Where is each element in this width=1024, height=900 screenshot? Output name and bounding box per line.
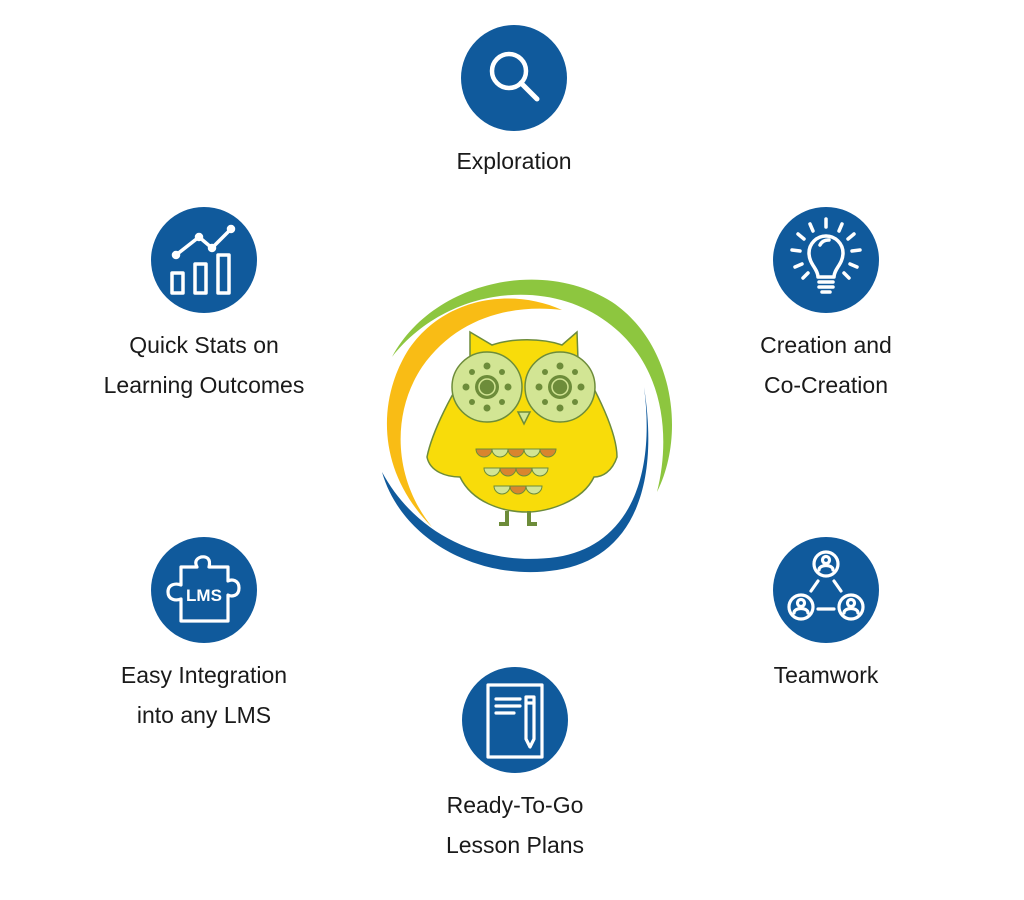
feature-lms: LMS Easy Integration into any LMS <box>54 537 354 735</box>
notebook-pencil-icon <box>462 667 568 773</box>
lightbulb-icon <box>773 207 879 313</box>
puzzle-lms-icon: LMS <box>151 537 257 643</box>
feature-creation: Creation and Co-Creation <box>676 207 976 405</box>
feature-teamwork: Teamwork <box>676 537 976 695</box>
feature-label: Teamwork <box>773 662 879 688</box>
magnifier-icon <box>461 25 567 131</box>
feature-exploration: Exploration <box>364 25 664 181</box>
feature-label: Quick Stats on Learning Outcomes <box>103 332 305 398</box>
chart-growth-icon <box>151 207 257 313</box>
feature-label: Exploration <box>456 148 572 174</box>
feature-label: Creation and Co-Creation <box>760 332 892 398</box>
owl-logo-icon <box>372 262 682 582</box>
feature-label: Easy Integration into any LMS <box>120 662 288 728</box>
lms-icon-text: LMS <box>186 586 222 605</box>
feature-quick-stats: Quick Stats on Learning Outcomes <box>54 207 354 405</box>
feature-lesson-plans: Ready-To-Go Lesson Plans <box>365 667 665 865</box>
team-network-icon <box>773 537 879 643</box>
feature-label: Ready-To-Go Lesson Plans <box>445 792 585 858</box>
